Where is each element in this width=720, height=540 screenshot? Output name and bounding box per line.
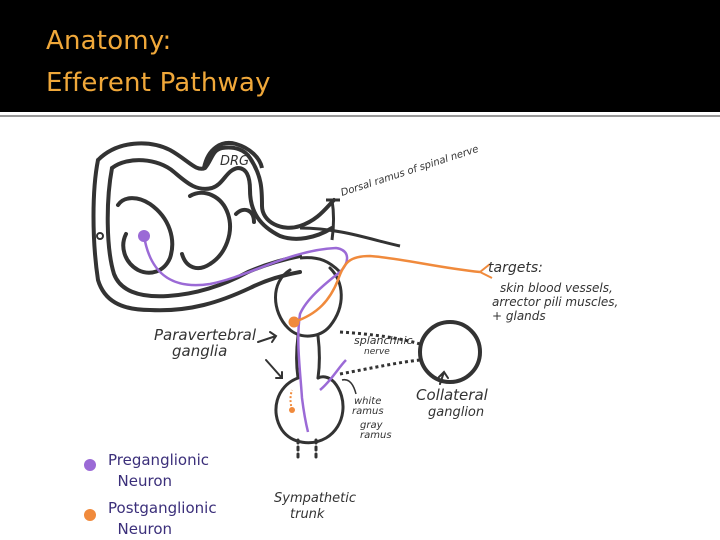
header-divider-white — [0, 112, 720, 114]
upper-paravertebral-ganglion — [274, 266, 343, 338]
slide-title-line-2: Efferent Pathway — [46, 68, 271, 98]
gray-ramus-label-line-1: gray — [360, 420, 384, 431]
collateral-label-line-1: Collateral — [416, 386, 489, 404]
paravertebral-arrow-lower — [265, 359, 283, 379]
paravertebral-label-line-2: ganglia — [172, 342, 227, 360]
sympathetic-trunk-label-line-2: trunk — [290, 507, 325, 522]
lower-paravertebral-ganglion — [274, 375, 345, 445]
trunk-connector-right — [316, 334, 321, 380]
spinal-cord-outer-outline — [91, 141, 336, 313]
spinal-nerve-upper — [299, 226, 401, 248]
legend-preganglionic-dot — [84, 459, 96, 471]
header-divider-gray — [0, 115, 720, 117]
pointer-arrows — [257, 331, 449, 385]
splanchnic-label-line-2: nerve — [364, 347, 390, 357]
white-ramus-label-line-1: white — [354, 396, 381, 407]
spinal-cord — [91, 141, 336, 313]
legend-postganglionic-text: Postganglionic Neuron — [108, 498, 217, 540]
spinal-nerve-lower — [299, 256, 342, 274]
dorsal-ramus-branch — [330, 199, 335, 241]
splanchnic-label-line-1: splanchnic — [354, 334, 413, 347]
targets-line-1: skin blood vessels, — [500, 281, 613, 295]
legend-preganglionic-text: Preganglionic Neuron — [108, 450, 209, 492]
targets-line-3: + glands — [492, 309, 546, 323]
dorsal-ramus-label: Dorsal ramus of spinal nerve — [340, 144, 481, 199]
paravertebral-arrow-upper — [257, 331, 278, 343]
slide-title-line-1: Anatomy: — [46, 26, 172, 56]
preganglionic-to-splanchnic — [319, 359, 347, 391]
legend-preganglionic-line-1: Preganglionic — [108, 451, 210, 469]
collateral-arrow — [438, 370, 449, 385]
splanchnic-nerve — [339, 330, 421, 376]
targets-title: targets: — [488, 260, 543, 276]
collateral-ganglion — [418, 320, 482, 384]
sympathetic-trunk-label-line-1: Sympathetic — [274, 491, 356, 506]
legend-postganglionic-dot — [84, 509, 96, 521]
white-ramus-label-line-2: ramus — [352, 406, 384, 417]
gray-ramus-label-line-2: ramus — [360, 430, 392, 441]
postganglionic-pathway — [288, 254, 493, 413]
central-canal-marker — [96, 232, 104, 240]
drg-label: DRG — [220, 154, 249, 169]
paravertebral-label-line-1: Paravertebral — [154, 326, 257, 344]
sympathetic-trunk — [274, 266, 345, 462]
slide-header — [0, 0, 720, 112]
collateral-label-line-2: ganglion — [428, 405, 484, 420]
gray-matter-right-horn — [180, 190, 232, 271]
legend-preganglionic-line-2: Neuron — [108, 472, 173, 490]
legend-postganglionic-line-1: Postganglionic — [108, 499, 217, 517]
ramus-label-brace — [341, 378, 357, 395]
postganglionic-lower-fiber — [289, 389, 293, 411]
legend-postganglionic-line-2: Neuron — [108, 520, 173, 538]
central-canal-right — [234, 207, 256, 224]
postganglionic-terminals — [479, 263, 493, 279]
targets-line-2: arrector pili muscles, — [492, 295, 618, 309]
gray-matter-left-horn — [116, 196, 175, 275]
drg-ganglion — [202, 141, 264, 169]
postganglionic-axon — [293, 254, 481, 324]
